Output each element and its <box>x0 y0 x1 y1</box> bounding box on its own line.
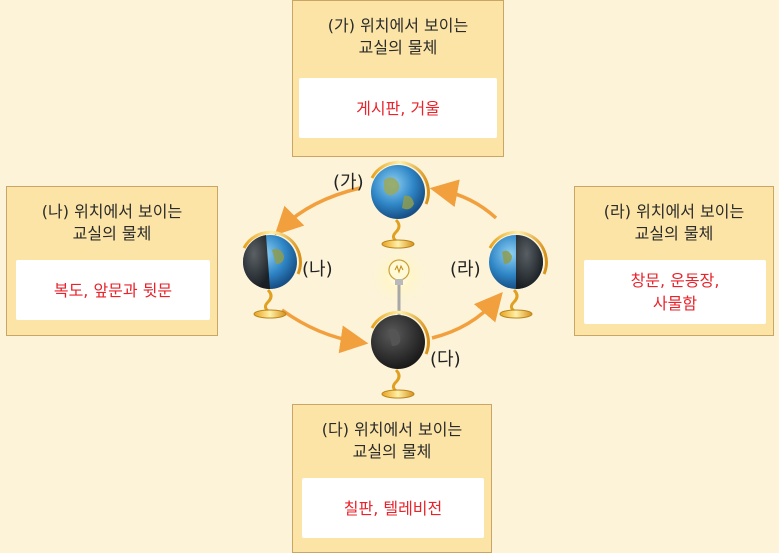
card-ra-title-line1: (라) 위치에서 보이는 <box>603 202 745 221</box>
card-ra: (라) 위치에서 보이는 교실의 물체 창문, 운동장, 사물함 <box>574 186 774 336</box>
card-na-items-text: 복도, 앞문과 뒷문 <box>53 280 173 300</box>
card-ga-items: 게시판, 거울 <box>299 78 497 138</box>
position-label-da: (다) <box>430 349 461 370</box>
globe-ga-icon <box>370 160 430 249</box>
card-ra-items-line2: 사물함 <box>652 294 698 313</box>
card-na-title-line2: 교실의 물체 <box>72 224 152 243</box>
card-ga-title-line1: (가) 위치에서 보이는 <box>327 16 469 35</box>
position-label-ga: (가) <box>333 172 364 193</box>
globe-da-icon <box>370 310 430 399</box>
card-da: (다) 위치에서 보이는 교실의 물체 칠판, 텔레비전 <box>292 404 492 553</box>
card-ga-items-text: 게시판, 거울 <box>356 98 440 118</box>
card-na-items: 복도, 앞문과 뒷문 <box>16 260 210 320</box>
position-label-na: (나) <box>302 259 333 280</box>
card-ra-items-line1: 창문, 운동장, <box>630 271 720 290</box>
card-da-items: 칠판, 텔레비전 <box>302 478 484 538</box>
light-bulb-icon <box>365 242 433 317</box>
orbit-arrow-da-to-ra <box>431 292 503 340</box>
orbit-arrow-na-to-da <box>280 308 369 354</box>
card-ra-items: 창문, 운동장, 사물함 <box>584 260 766 324</box>
globe-ra-icon <box>488 230 548 319</box>
card-ga-title-line2: 교실의 물체 <box>358 38 438 57</box>
globe-na-icon <box>242 230 302 319</box>
orbit-arrow-ga-to-na <box>274 186 361 236</box>
card-na-title-line1: (나) 위치에서 보이는 <box>41 202 183 221</box>
card-da-title-line1: (다) 위치에서 보이는 <box>321 420 463 439</box>
position-label-ra: (라) <box>450 259 481 280</box>
card-ra-title-line2: 교실의 물체 <box>634 224 714 243</box>
card-da-title-line2: 교실의 물체 <box>352 442 432 461</box>
card-ga: (가) 위치에서 보이는 교실의 물체 게시판, 거울 <box>292 0 504 157</box>
orbit-arrow-ra-to-ga <box>429 179 498 220</box>
card-na: (나) 위치에서 보이는 교실의 물체 복도, 앞문과 뒷문 <box>6 186 218 336</box>
card-da-items-text: 칠판, 텔레비전 <box>343 498 443 518</box>
